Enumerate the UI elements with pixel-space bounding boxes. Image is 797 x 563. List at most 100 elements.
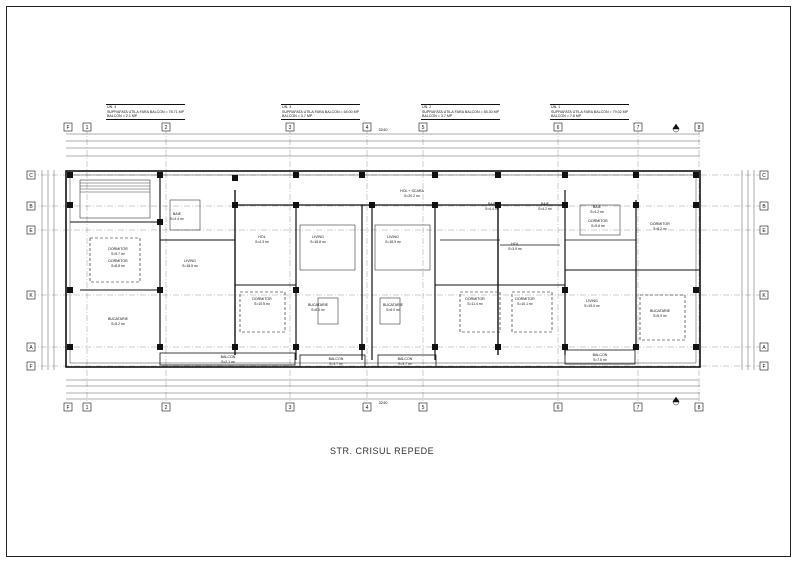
- structural-column: [432, 172, 438, 178]
- grid-col-top-7: 7: [633, 122, 643, 132]
- room-area: S=19.0 m²: [584, 304, 601, 308]
- structural-column: [693, 287, 699, 293]
- structural-column: [67, 202, 73, 208]
- svg-text:1: 1: [86, 405, 89, 411]
- grid-row-left-E: E: [26, 225, 36, 235]
- room-area: S=2.1 m²: [221, 360, 236, 364]
- unit-2-name: UN. 2: [422, 105, 432, 109]
- structural-column: [369, 202, 375, 208]
- svg-text:F: F: [29, 364, 32, 370]
- room-area: S=18.9 m²: [385, 240, 402, 244]
- svg-text:4: 4: [366, 405, 369, 411]
- unit-3-legend: UN. 3 SUPRAFATA UTILA FARA BALCON = 54.0…: [281, 104, 361, 120]
- svg-text:8: 8: [698, 125, 701, 131]
- structural-column: [67, 287, 73, 293]
- room-name: DORMITOR: [650, 222, 670, 226]
- grid-col-bottom-3: 3: [285, 402, 295, 412]
- grid-col-bottom-5: 5: [418, 402, 428, 412]
- room-area: S=7.6 m²: [593, 358, 608, 362]
- grid-row-left-K: K: [26, 290, 36, 300]
- room-name: BUCATARIE: [308, 303, 329, 307]
- room-area: S=10.5 m²: [254, 302, 271, 306]
- room-area: S=4.4 m²: [485, 207, 500, 211]
- structural-column: [432, 202, 438, 208]
- room-name: LIVING: [387, 235, 399, 239]
- grid-col-top-4: 4: [362, 122, 372, 132]
- structural-columns: [67, 172, 699, 350]
- overall-dimension-top: 3240: [379, 127, 389, 132]
- room-area: S=9.7 m²: [111, 252, 126, 256]
- structural-column: [693, 344, 699, 350]
- grid-col-bottom-4: 4: [362, 402, 372, 412]
- grid-row-right-C: C: [759, 170, 769, 180]
- grid-row-marker-bottom-left: F: [63, 402, 73, 412]
- room-name: DORMITOR: [515, 297, 535, 301]
- svg-text:F: F: [66, 125, 69, 131]
- room-name: BAIE: [593, 205, 602, 209]
- unit-3-area: SUPRAFATA UTILA FARA BALCON = 54.00 MP: [282, 109, 360, 114]
- svg-text:F: F: [66, 405, 69, 411]
- svg-text:6: 6: [557, 405, 560, 411]
- room-name: DORMITOR: [465, 297, 485, 301]
- room-area: S=4.2 m²: [590, 210, 605, 214]
- room-name: BALCON: [329, 357, 344, 361]
- room-area: S=11.4 m²: [467, 302, 483, 306]
- structural-column: [359, 172, 365, 178]
- room-area: S=6.0 m²: [311, 308, 326, 312]
- dimension-lines: [41, 133, 755, 400]
- room-area: S=3.7 m²: [329, 362, 344, 366]
- unit-4-balcony: BALCON = 2.1 MP: [107, 114, 138, 119]
- room-area: S=3.9 m²: [508, 247, 523, 251]
- structural-column: [157, 172, 163, 178]
- room-area: S=5.9 m²: [653, 314, 668, 318]
- grid-row-right-F: F: [759, 361, 769, 371]
- room-name: DORMITOR: [108, 259, 128, 263]
- svg-text:3: 3: [289, 405, 292, 411]
- grid-row-right-E: E: [759, 225, 769, 235]
- structural-column: [157, 287, 163, 293]
- structural-column: [293, 344, 299, 350]
- unit-2-area: SUPRAFATA UTILA FARA BALCON = 55.30 MP: [422, 109, 500, 114]
- unit-1-balcony: BALCON = 7.6 MP: [551, 114, 582, 119]
- unit-2-legend: UN. 2 SUPRAFATA UTILA FARA BALCON = 55.3…: [421, 104, 501, 120]
- room-area: S=8.8 m²: [111, 264, 126, 268]
- structural-column: [562, 172, 568, 178]
- room-name: BAIE: [488, 202, 497, 206]
- room-name: HOL: [258, 235, 265, 239]
- unit-1-name: UN. 1: [551, 105, 561, 109]
- unit-1-legend: UN. 1 SUPRAFATA UTILA FARA BALCON = 79.0…: [550, 104, 630, 120]
- structural-column: [633, 202, 639, 208]
- room-name: BALCON: [221, 355, 236, 359]
- room-area: S=10.1 m²: [517, 302, 534, 306]
- svg-text:B: B: [29, 204, 33, 210]
- structural-column: [157, 344, 163, 350]
- room-area: S=4.4 m²: [170, 217, 185, 221]
- grid-col-bottom-2: 2: [161, 402, 171, 412]
- structural-column: [232, 202, 238, 208]
- room-area: S=3.7 m²: [398, 362, 413, 366]
- room-name: DORMITOR: [252, 297, 272, 301]
- grid-col-top-6: 6: [553, 122, 563, 132]
- svg-text:8: 8: [698, 405, 701, 411]
- grid-row-marker-top-left: F: [63, 122, 73, 132]
- structural-column: [693, 202, 699, 208]
- structural-column: [67, 172, 73, 178]
- room-area: S=18.8 m²: [310, 240, 327, 244]
- grid-col-top-2: 2: [161, 122, 171, 132]
- svg-text:C: C: [762, 173, 766, 179]
- room-name: BALCON: [593, 353, 608, 357]
